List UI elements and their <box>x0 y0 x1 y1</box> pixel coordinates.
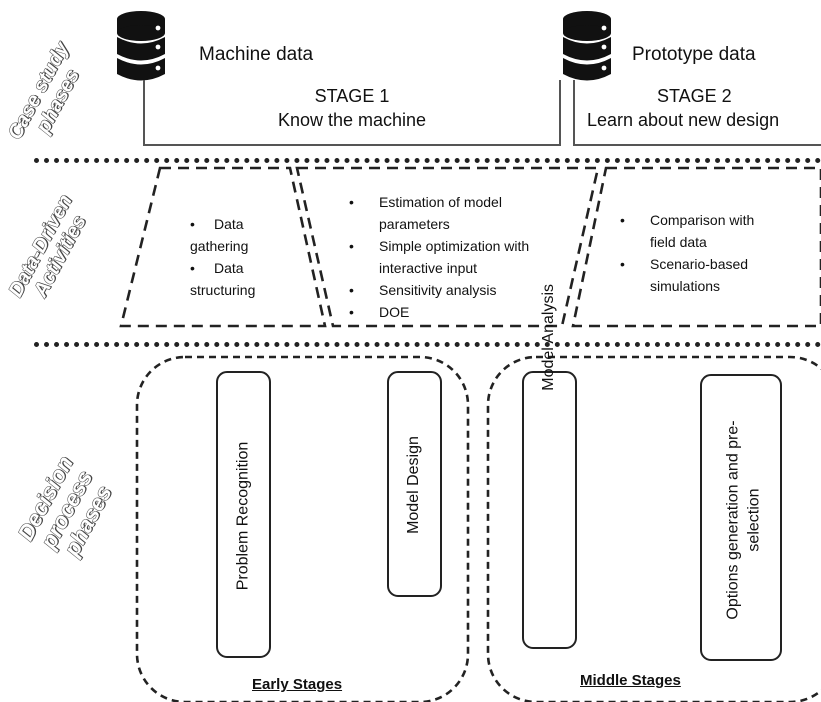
stage2-subtitle: Learn about new design <box>587 110 780 130</box>
early-stages-label: Early Stages <box>252 676 343 693</box>
activity-box-2: • Estimation of model parameters • Simpl… <box>347 191 577 323</box>
activity-line: parameters <box>379 216 450 232</box>
phase-model-analysis: Model Analysis <box>522 284 577 649</box>
activity-item: • Comparison with field data <box>618 209 808 253</box>
bullet: • <box>349 282 354 298</box>
activity-item: • Estimation of model parameters <box>347 191 577 235</box>
phase-label-line: selection <box>745 488 763 552</box>
activity-line: field data <box>650 234 707 250</box>
activity-line: Estimation of model <box>379 194 502 210</box>
activity-line: gathering <box>190 238 249 254</box>
database-icon <box>563 11 611 81</box>
activity-line: DOE <box>379 304 410 320</box>
activity-line: Data <box>214 216 244 232</box>
bullet: • <box>620 256 625 272</box>
activity-item: • Sensitivity analysis <box>347 279 577 301</box>
activity-line: Simple optimization with <box>379 238 530 254</box>
activity-item: • DOE <box>347 301 577 323</box>
phase-label: Options generation and pre- selection <box>723 377 765 664</box>
activity-line: Comparison with <box>650 212 755 228</box>
phase-label: Problem Recognition <box>234 441 252 591</box>
bullet: • <box>349 238 354 254</box>
database-icon <box>117 11 165 81</box>
activity-line: simulations <box>650 278 721 294</box>
activity-item: • Simple optimization with interactive i… <box>347 235 577 279</box>
row-separator <box>34 158 821 163</box>
bullet: • <box>349 304 354 320</box>
bullet: • <box>620 212 625 228</box>
phase-label: Model Analysis <box>540 284 557 391</box>
stage2-box: STAGE 2 Learn about new design <box>573 80 821 146</box>
phase-problem-recognition: Problem Recognition <box>216 371 271 658</box>
activity-line: Scenario-based <box>650 256 749 272</box>
bullet: • <box>349 194 354 210</box>
bullet: • <box>190 216 195 232</box>
stage1-box: STAGE 1 Know the machine <box>143 80 561 146</box>
activity-line: structuring <box>190 282 256 298</box>
prototype-data-label: Prototype data <box>632 44 756 65</box>
stage2-title: STAGE 2 <box>657 86 732 106</box>
phase-label-line: Options generation and pre- <box>724 420 742 620</box>
phase-label: Model Design <box>405 436 422 534</box>
activity-line: Data <box>214 260 244 276</box>
activity-item: • Data <box>170 257 280 279</box>
machine-data-label: Machine data <box>199 44 314 65</box>
activity-item: • Scenario-based simulations <box>618 253 808 297</box>
row-separator <box>34 342 821 347</box>
activity-line: Sensitivity analysis <box>379 282 497 298</box>
stage1-title: STAGE 1 <box>314 86 390 106</box>
phase-model-design: Model Design <box>387 371 442 597</box>
phase-options-generation: Options generation and pre- selection <box>700 374 782 661</box>
activity-box-1: • Data gathering • Data structuring <box>170 213 280 301</box>
stage1-subtitle: Know the machine <box>277 110 427 130</box>
bullet: • <box>190 260 195 276</box>
activity-item: • Data <box>170 213 280 235</box>
activity-line: interactive input <box>379 260 478 276</box>
middle-stages-label: Middle Stages <box>580 672 681 689</box>
activity-box-3: • Comparison with field data • Scenario-… <box>618 209 808 297</box>
